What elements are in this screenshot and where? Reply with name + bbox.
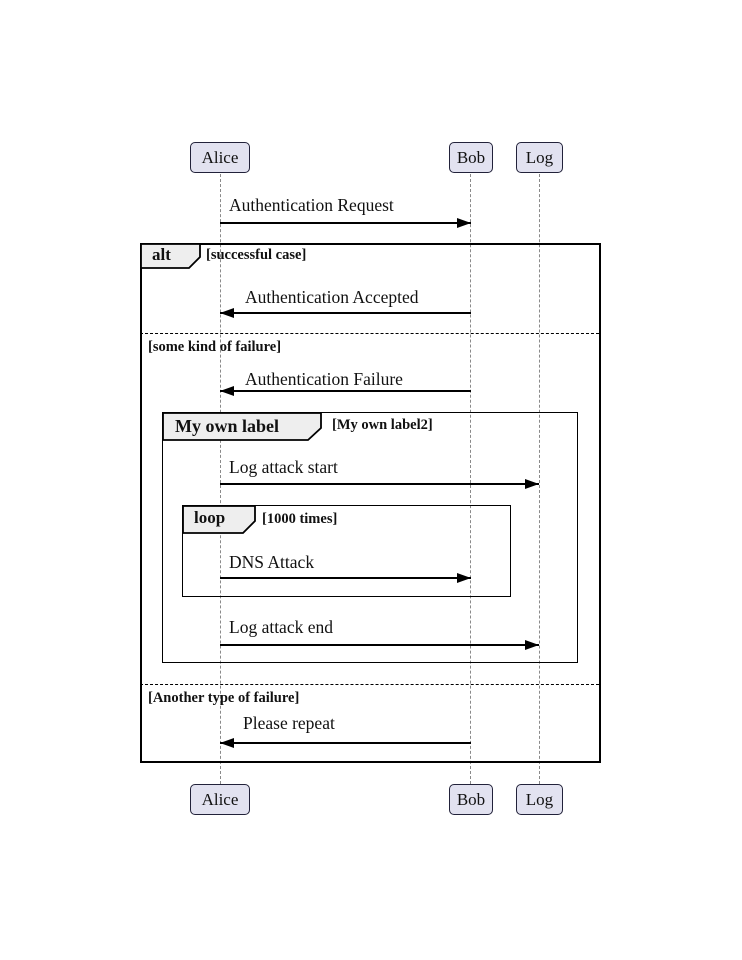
alt-frame [140, 243, 601, 763]
message-authentication-failure: Authentication Failure [245, 369, 403, 389]
message-authentication-accepted: Authentication Accepted [245, 287, 419, 307]
arrowhead-left-icon [220, 386, 234, 396]
actor-alice-label: Alice [201, 789, 239, 809]
actor-bob-label: Bob [456, 147, 486, 167]
message-log-attack-end-line [220, 644, 539, 646]
actor-log-label: Log [525, 789, 554, 809]
actor-alice-label: Alice [201, 147, 239, 167]
message-dns-attack-line [220, 577, 471, 579]
actor-bob-bottom: Bob [449, 784, 493, 815]
actor-alice-bottom: Alice [190, 784, 250, 815]
actor-bob-label: Bob [456, 789, 486, 809]
actor-log-top: Log [516, 142, 563, 173]
actor-log-bottom: Log [516, 784, 563, 815]
message-authentication-accepted-line [220, 312, 471, 314]
message-authentication-failure-line [220, 390, 471, 392]
message-authentication-request-line [220, 222, 471, 224]
arrowhead-left-icon [220, 308, 234, 318]
arrowhead-right-icon [457, 573, 471, 583]
arrowhead-right-icon [525, 479, 539, 489]
lifeline-bob [470, 174, 471, 784]
alt-frame-label-pentagon [140, 243, 201, 269]
message-authentication-request: Authentication Request [229, 195, 394, 215]
arrowhead-right-icon [525, 640, 539, 650]
loop-frame-label-pentagon [182, 505, 256, 534]
alt-keyword: alt [152, 245, 171, 264]
loop-frame [182, 505, 511, 597]
loop-keyword: loop [194, 508, 226, 527]
actor-bob-top: Bob [449, 142, 493, 173]
group-frame [162, 412, 578, 663]
loop-condition: [1000 times] [262, 511, 338, 527]
message-dns-attack: DNS Attack [229, 552, 315, 572]
message-log-attack-start: Log attack start [229, 457, 338, 477]
lifeline-alice [220, 174, 221, 784]
alt-condition: [successful case] [206, 247, 307, 263]
alt-divider-2 [140, 684, 599, 685]
lifeline-log [539, 174, 540, 784]
actor-alice-top: Alice [190, 142, 250, 173]
message-please-repeat-line [220, 742, 471, 744]
alt-divider-2-label: [Another type of failure] [148, 690, 300, 706]
group-frame-label-pentagon [162, 412, 322, 441]
arrowhead-right-icon [457, 218, 471, 228]
alt-divider-1 [140, 333, 599, 334]
group-condition: [My own label2] [332, 417, 433, 433]
actor-log-label: Log [525, 147, 554, 167]
message-please-repeat: Please repeat [243, 713, 335, 733]
message-log-attack-end: Log attack end [229, 617, 333, 637]
group-keyword: My own label [175, 416, 280, 436]
arrowhead-left-icon [220, 738, 234, 748]
message-log-attack-start-line [220, 483, 539, 485]
alt-divider-1-label: [some kind of failure] [148, 339, 282, 355]
